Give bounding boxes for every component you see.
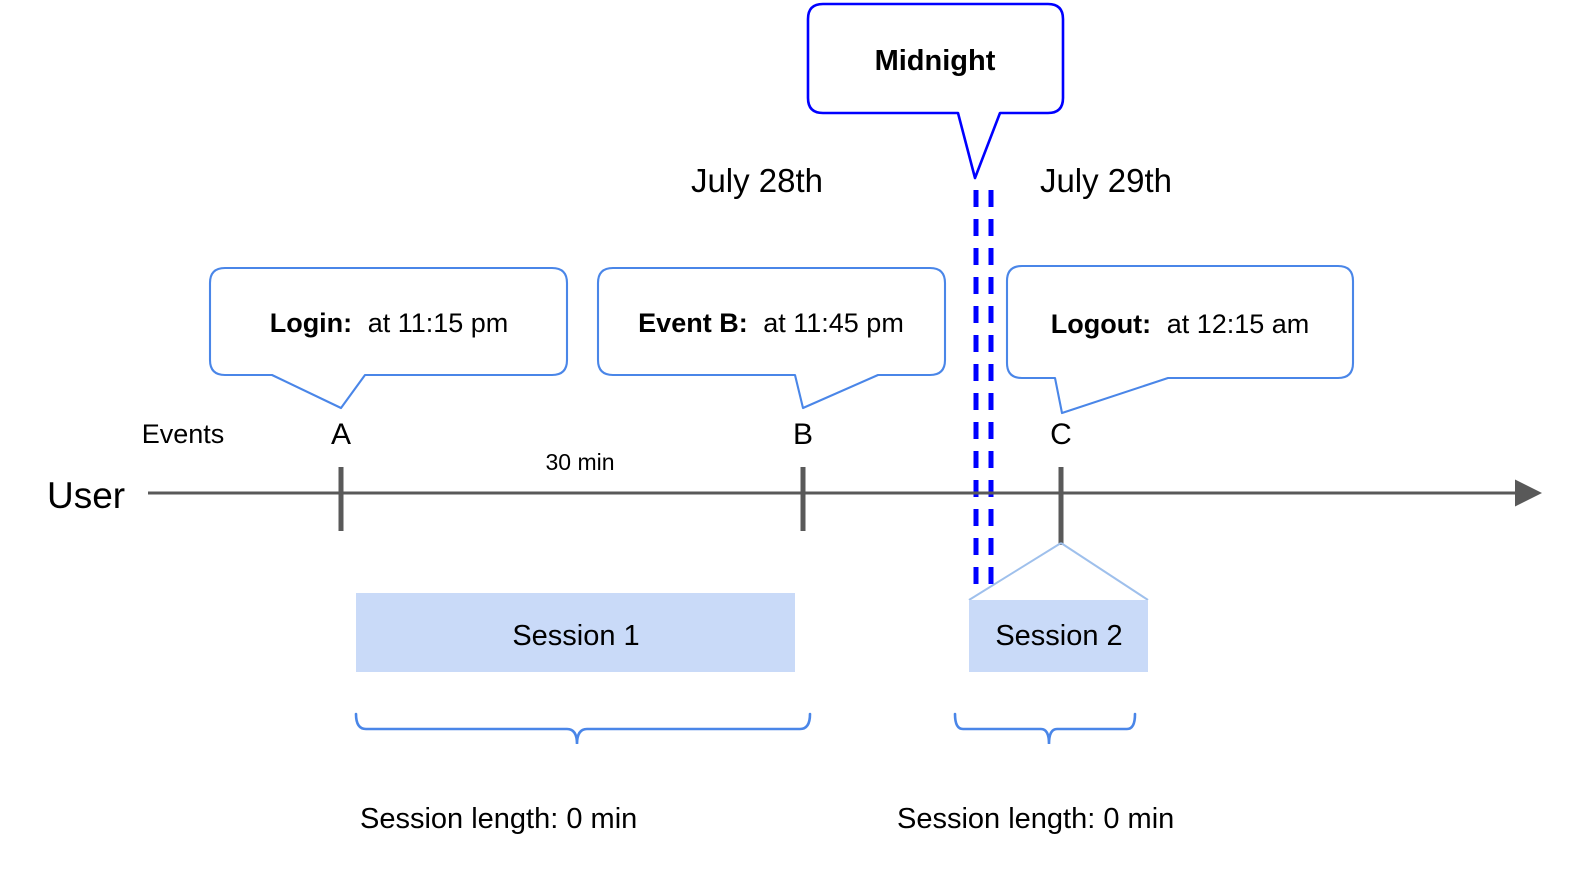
session-2-brace xyxy=(953,712,1137,745)
event-callout-b[interactable]: Event B: at 11:45 pm xyxy=(596,266,947,410)
event-callout-b-detail: at 11:45 pm xyxy=(763,308,904,338)
event-callout-b-text: Event B: at 11:45 pm xyxy=(638,308,904,338)
session-2-connector-left xyxy=(968,542,1062,601)
session-1-box-fill xyxy=(356,593,795,672)
event-callout-a-title: Login: xyxy=(270,308,352,338)
session-2-length-label: Session length: 0 min xyxy=(897,803,1174,835)
session-2-box-fill xyxy=(969,600,1148,672)
session-2-box[interactable]: Session 2 xyxy=(969,600,1148,672)
events-row-label: Events xyxy=(142,419,225,449)
session-1-box[interactable]: Session 1 xyxy=(356,593,795,672)
event-callout-c-title: Logout: xyxy=(1051,309,1151,339)
event-point-label-a: A xyxy=(331,418,351,451)
session-2-label: Session 2 xyxy=(995,620,1122,652)
event-callout-c-bubble xyxy=(1005,264,1355,415)
midnight-callout[interactable]: Midnight xyxy=(806,2,1065,180)
date-label-right: July 29th xyxy=(1040,162,1172,199)
event-callout-a-detail: at 11:15 pm xyxy=(368,308,509,338)
event-callout-c-text: Logout: at 12:15 am xyxy=(1051,309,1310,339)
event-point-label-b: B xyxy=(793,418,813,451)
duration-label-ab: 30 min xyxy=(545,449,614,475)
session-2-connector-right xyxy=(1060,542,1149,601)
user-row-label: User xyxy=(47,475,125,516)
event-callout-a-text: Login: at 11:15 pm xyxy=(270,308,509,338)
midnight-callout-bubble xyxy=(806,2,1065,180)
date-label-left: July 28th xyxy=(691,162,823,199)
event-callout-b-bubble xyxy=(596,266,947,410)
session-2-connector xyxy=(968,542,1149,601)
event-callout-b-title: Event B: xyxy=(638,308,748,338)
event-callout-a-bubble xyxy=(208,266,569,410)
event-point-label-c: C xyxy=(1050,418,1072,451)
event-callout-c[interactable]: Logout: at 12:15 am xyxy=(1005,264,1355,415)
midnight-divider xyxy=(973,190,994,585)
timeline-axis xyxy=(148,467,1542,545)
session-1-brace xyxy=(354,712,812,745)
session-1-length-label: Session length: 0 min xyxy=(360,803,637,835)
session-1-label: Session 1 xyxy=(512,620,639,652)
event-callout-a[interactable]: Login: at 11:15 pm xyxy=(208,266,569,410)
midnight-callout-label: Midnight xyxy=(875,45,996,77)
event-callout-c-detail: at 12:15 am xyxy=(1167,309,1310,339)
